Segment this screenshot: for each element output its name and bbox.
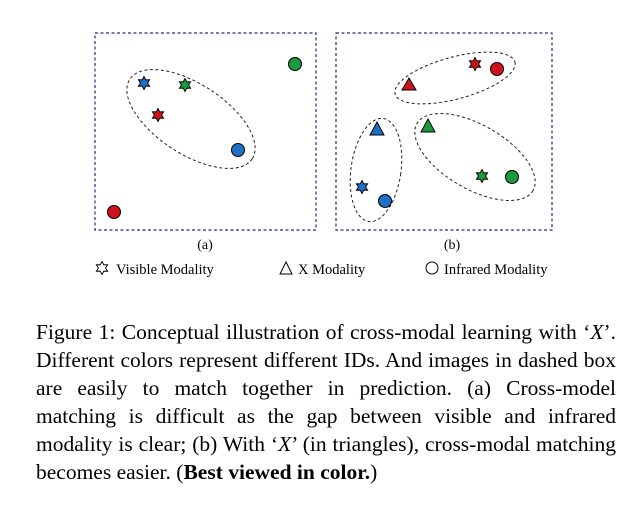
legend-star-icon: [95, 260, 109, 276]
panel-a-frame: [94, 32, 317, 231]
caption-tail: ): [370, 460, 378, 484]
infrared-sample-circle-icon: [490, 62, 504, 76]
panel-a-label: (a): [197, 238, 213, 253]
legend-infrared-label: Infrared Modality: [444, 262, 548, 278]
infrared-sample-circle-icon: [378, 194, 392, 208]
legend-visible-label: Visible Modality: [116, 262, 215, 278]
match-group-ellipse: [394, 51, 516, 105]
visible-sample-star-icon: [137, 75, 151, 91]
visible-sample-star-icon: [475, 168, 489, 184]
match-group-ellipse: [414, 113, 536, 201]
infrared-sample-circle-icon: [505, 170, 519, 184]
x-sample-triangle-icon: [369, 120, 385, 136]
match-group-ellipse: [126, 69, 256, 169]
match-group-ellipse: [349, 117, 403, 223]
legend-x-label: X Modality: [298, 262, 366, 278]
panel-b: (b): [335, 32, 553, 253]
infrared-sample-circle-icon: [231, 143, 245, 157]
caption-middle: ’. Different colors represent different …: [36, 320, 616, 456]
visible-sample-star-icon: [178, 77, 192, 93]
caption-middle-2: ’ (in triangles), cross-modal matching b…: [36, 432, 616, 484]
caption-lead: Figure 1: Conceptual illustration of cro…: [36, 320, 591, 344]
infrared-sample-circle-icon: [107, 205, 121, 219]
x-sample-triangle-icon: [420, 117, 436, 133]
infrared-sample-circle-icon: [288, 57, 302, 71]
panel-a: (a): [94, 32, 317, 253]
panel-b-label: (b): [444, 238, 461, 253]
caption-best-viewed: Best viewed in color.: [183, 460, 371, 484]
legend: Visible Modality X Modality Infrared Mod…: [95, 260, 548, 278]
caption-x-symbol: X: [590, 320, 604, 344]
x-sample-triangle-icon: [401, 77, 417, 91]
visible-sample-star-icon: [151, 107, 165, 123]
panel-b-frame: [335, 32, 553, 231]
figure-caption: Figure 1: Conceptual illustration of cro…: [36, 318, 616, 486]
caption-x-symbol: X: [278, 432, 292, 456]
legend-triangle-icon: [279, 260, 293, 275]
visible-sample-star-icon: [355, 179, 369, 195]
visible-sample-star-icon: [468, 56, 482, 72]
figure-diagram: (a) (b) Visible Modality: [94, 32, 553, 278]
legend-circle-icon: [425, 261, 439, 275]
